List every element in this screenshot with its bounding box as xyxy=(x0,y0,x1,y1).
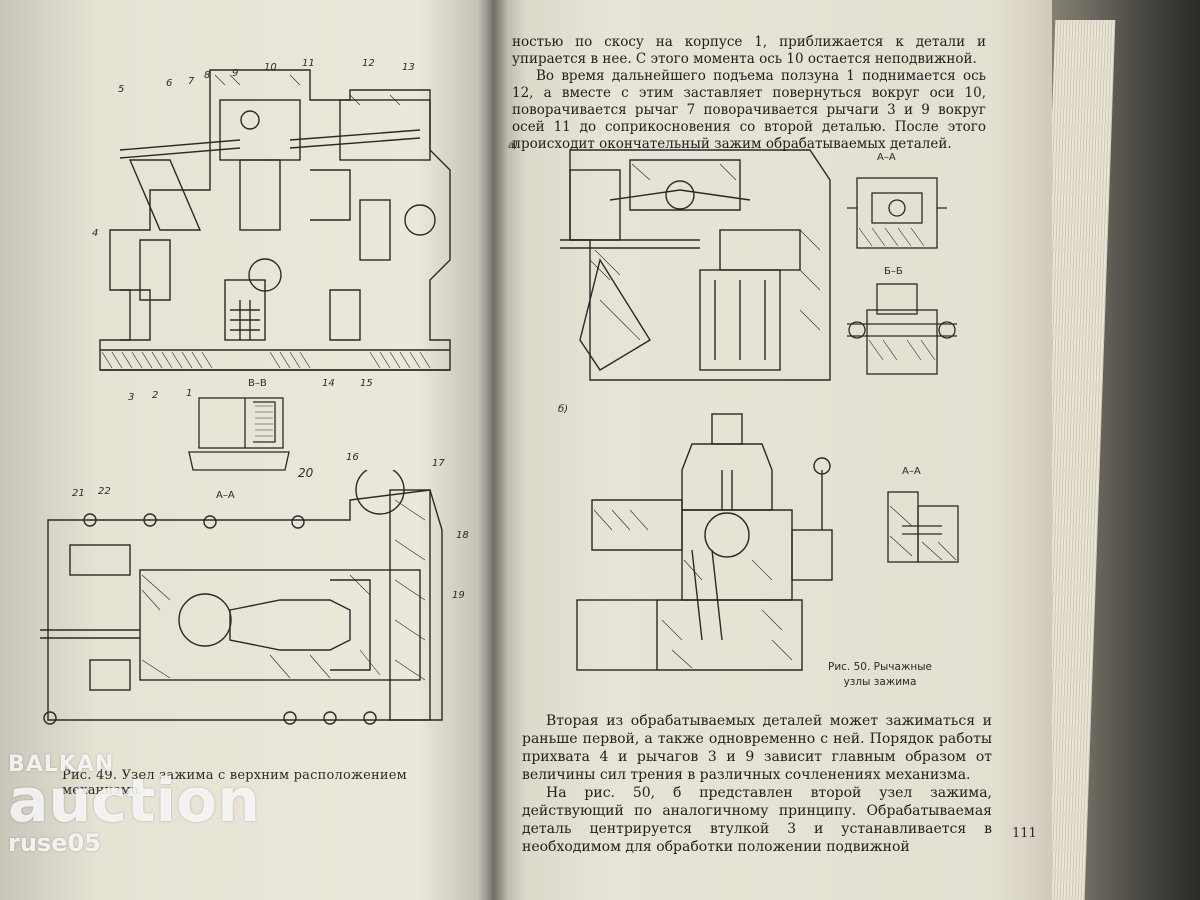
paragraph-2: Во время дальнейшего подъема ползуна 1 п… xyxy=(512,68,986,152)
section-bb-drawing-50 xyxy=(847,283,957,375)
callout-17: 17 xyxy=(432,458,445,469)
section-aa-label: А–А xyxy=(877,152,896,163)
paragraph-3: Вторая из обрабатываемых деталей может з… xyxy=(522,713,992,783)
section-aa-2-label: А–А xyxy=(902,466,921,477)
watermark: BALKAN auction ruse05 xyxy=(8,752,260,857)
callout-4: 4 xyxy=(92,228,99,239)
figure-50a-drawing xyxy=(560,149,831,381)
fig-b-label: б) xyxy=(558,404,569,415)
callout-12: 12 xyxy=(362,58,375,69)
callout-9: 9 xyxy=(232,68,239,79)
section-label-bb: В–В xyxy=(248,378,267,389)
paragraph-4: На рис. 50, б представлен второй узел за… xyxy=(522,785,992,855)
right-page: ностью по скосу на корпусе 1, приближает… xyxy=(492,0,1052,900)
callout-1: 1 xyxy=(186,388,193,399)
section-bb-label: Б–Б xyxy=(884,266,903,277)
callout-5: 5 xyxy=(118,84,125,95)
callout-6: 6 xyxy=(166,78,173,89)
left-page: 5 6 7 8 9 10 11 12 13 4 3 2 1 14 15 В–В … xyxy=(0,0,492,900)
watermark-middle: auction xyxy=(8,766,260,836)
callout-14: 14 xyxy=(322,378,335,389)
callout-19: 19 xyxy=(452,590,465,601)
callout-3: 3 xyxy=(128,392,135,403)
callout-8: 8 xyxy=(204,70,211,81)
figure-50-caption: Рис. 50. Рычажные узлы зажима xyxy=(828,661,932,688)
callout-16: 16 xyxy=(346,452,359,463)
callout-2: 2 xyxy=(152,390,159,401)
callout-20: 20 xyxy=(298,466,314,480)
callout-15: 15 xyxy=(360,378,373,389)
callout-11: 11 xyxy=(302,58,315,69)
section-aa-drawing xyxy=(847,177,947,249)
figure-49-upper-drawing xyxy=(99,69,451,371)
bottom-paragraphs: Вторая из обрабатываемых деталей может з… xyxy=(522,712,992,856)
watermark-top: BALKAN xyxy=(8,752,115,777)
callout-10: 10 xyxy=(264,62,277,73)
figure-49-caption: Рис. 49. Узел зажима с верхним расположе… xyxy=(62,768,407,798)
paragraph-1: ностью по скосу на корпусе 1, приближает… xyxy=(512,34,986,67)
callout-7: 7 xyxy=(188,76,195,87)
fig-a-label: а) xyxy=(508,140,519,151)
top-paragraphs: ностью по скосу на корпусе 1, приближает… xyxy=(512,34,986,153)
section-bb-drawing xyxy=(188,397,290,471)
watermark-bottom: ruse05 xyxy=(8,829,101,857)
book-gutter xyxy=(478,0,508,900)
callout-21: 21 xyxy=(72,488,85,499)
figure-49-lower-drawing xyxy=(40,470,443,725)
section-aa-2-drawing xyxy=(887,491,959,563)
callout-13: 13 xyxy=(402,62,415,73)
section-label-aa: А–А xyxy=(216,490,235,501)
page-number: 111 xyxy=(1012,826,1037,841)
callout-18: 18 xyxy=(456,530,469,541)
callout-22: 22 xyxy=(98,486,111,497)
figure-50b-drawing xyxy=(576,413,833,671)
